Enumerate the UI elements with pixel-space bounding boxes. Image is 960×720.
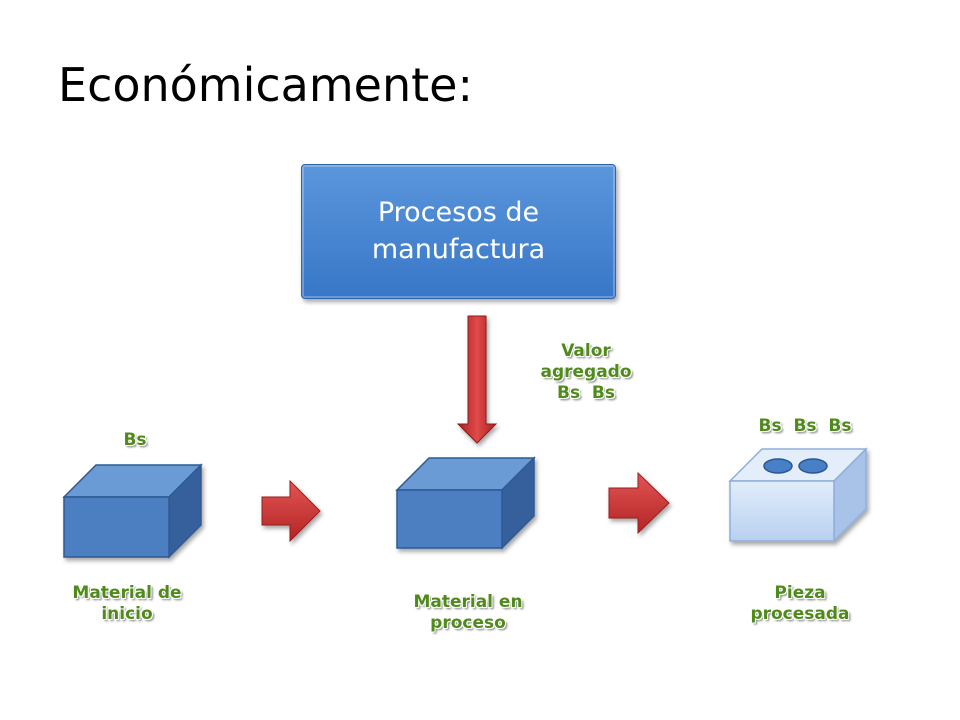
stage-1-label-line2: inicio: [101, 604, 153, 624]
starting-material-cube: [62, 463, 203, 559]
stage-3-label: Pieza procesada: [725, 583, 875, 625]
machined-hole-icon: [798, 458, 828, 474]
right-arrow-icon: [608, 471, 670, 535]
stage-1-label-line1: Material de: [72, 583, 182, 603]
stage-3-label-line2: procesada: [750, 604, 850, 624]
in-process-material-cube: [395, 456, 536, 550]
stage-2-label: Material en proceso: [393, 592, 543, 634]
page-title: Económicamente:: [58, 58, 473, 112]
stage-2-label-line1: Material en: [413, 592, 523, 612]
stage-3-currency: Bs Bs Bs: [758, 416, 852, 436]
down-arrow-icon: [456, 315, 498, 444]
stage-1-currency: Bs: [123, 430, 147, 450]
stage-3-label-line1: Pieza: [774, 583, 826, 603]
process-label-line1: Procesos de: [377, 197, 540, 229]
machined-hole-icon: [763, 458, 793, 474]
stage-2-label-line2: proceso: [430, 613, 506, 633]
process-label-line2: manufactura: [371, 233, 546, 265]
value-added-label: Valor agregado Bs Bs: [524, 341, 648, 404]
value-added-line2: agregado: [540, 362, 632, 382]
value-added-line1: Valor: [561, 341, 611, 361]
processed-piece-block: [728, 447, 868, 543]
stage-1-label: Material de inicio: [52, 583, 202, 625]
value-added-line3: Bs Bs: [557, 383, 615, 403]
right-arrow-icon: [261, 479, 321, 543]
manufacturing-process-box: Procesos de manufactura: [301, 164, 616, 299]
